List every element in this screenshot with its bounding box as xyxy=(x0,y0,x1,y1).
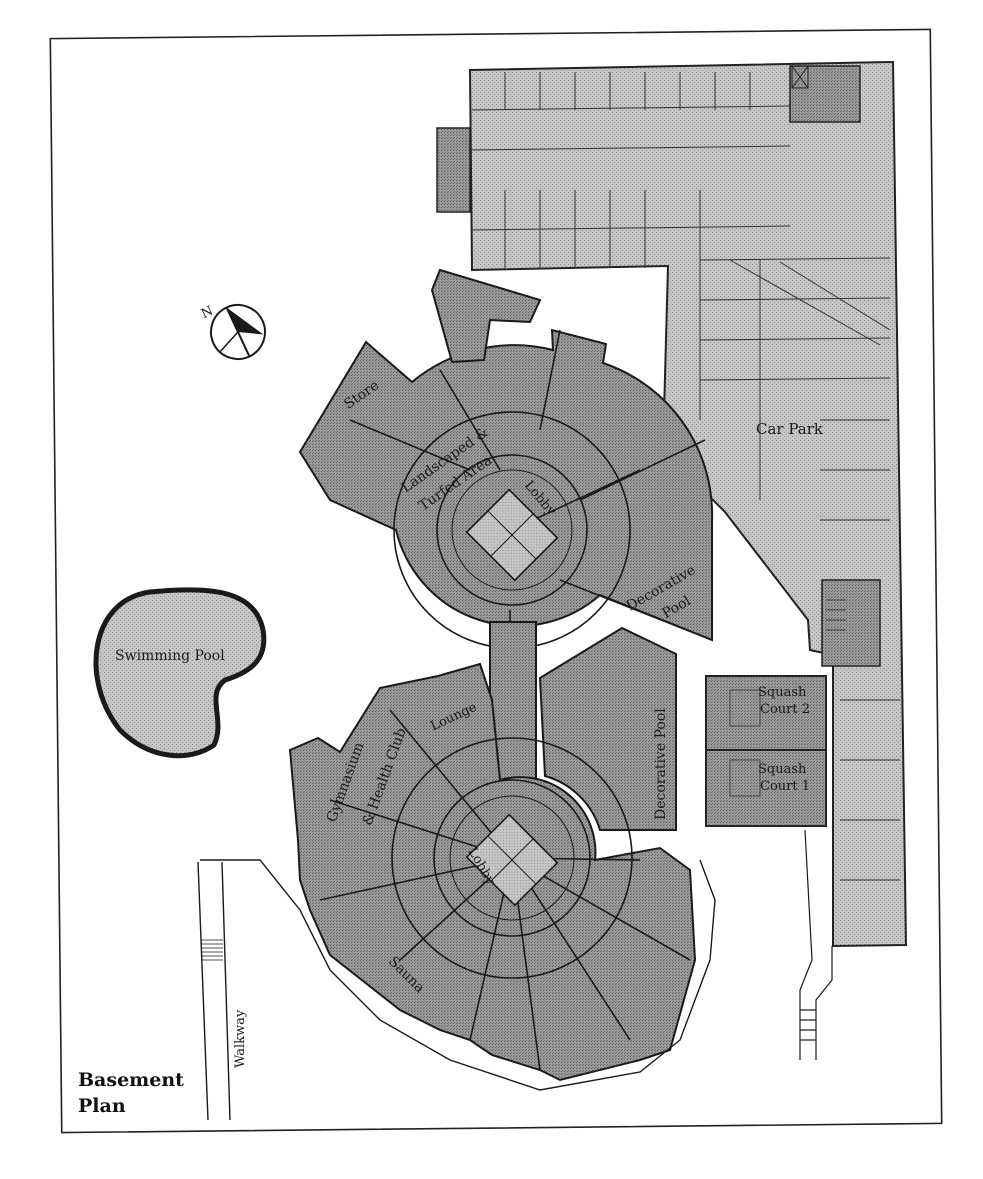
decorative-pool-lower xyxy=(538,626,677,831)
lower-tower xyxy=(288,662,697,1082)
label-squash-court-1b: Court 1 xyxy=(760,779,810,794)
lower-tower-outline xyxy=(200,859,716,1091)
squash-courts xyxy=(705,675,827,827)
label-decorative-pool-lower: Decorative Pool xyxy=(653,708,669,820)
walkway xyxy=(197,861,231,1121)
plan-title-line2: Plan xyxy=(78,1095,126,1117)
label-walkway: Walkway xyxy=(233,1009,248,1068)
label-squash-court-2a: Squash xyxy=(758,685,807,700)
label-car-park: Car Park xyxy=(756,420,824,438)
plan-title-line1: Basement xyxy=(78,1069,184,1091)
north-arrow-icon xyxy=(210,304,266,360)
lower-right-stair xyxy=(799,829,833,1060)
label-swimming-pool: Swimming Pool xyxy=(115,648,225,664)
swimming-pool xyxy=(93,587,267,759)
label-squash-court-1a: Squash xyxy=(758,762,807,777)
label-squash-court-2b: Court 2 xyxy=(760,702,810,717)
car-park xyxy=(436,60,908,948)
upper-tower xyxy=(298,268,714,650)
